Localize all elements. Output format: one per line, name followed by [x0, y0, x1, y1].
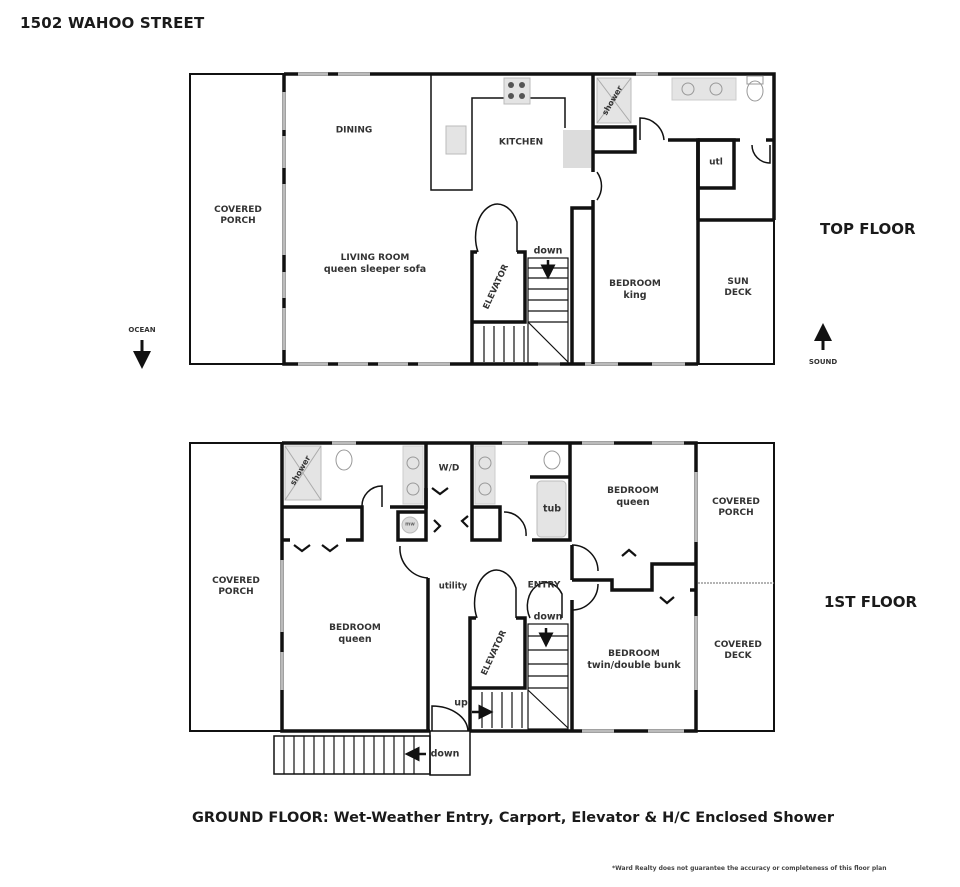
label-line: king: [623, 290, 647, 301]
room-utl: utl: [709, 157, 723, 168]
label-line: SUN: [727, 277, 749, 287]
label-line: BEDROOM: [607, 486, 659, 496]
label-line: twin/double bunk: [587, 660, 681, 671]
room-kitchen: KITCHEN: [498, 137, 544, 148]
room-covered-porch-top: COVERED PORCH: [214, 205, 262, 227]
label-stairs-down-top: down: [533, 245, 563, 257]
label-line: BEDROOM: [609, 279, 661, 289]
ground-floor-note: GROUND FLOOR: Wet-Weather Entry, Carport…: [192, 810, 835, 826]
label-line: COVERED: [714, 640, 762, 650]
label-line: PORCH: [220, 216, 256, 226]
label-line: PORCH: [718, 508, 754, 518]
room-living-room: LIVING ROOM queen sleeper sofa: [324, 253, 426, 275]
compass-ocean: OCEAN: [128, 326, 156, 334]
room-bedroom-bunk: BEDROOM twin/double bunk: [587, 649, 680, 671]
label-line: PORCH: [218, 587, 254, 597]
label-line: LIVING ROOM: [340, 253, 410, 263]
room-bedroom-king: BEDROOM king: [609, 279, 661, 301]
label-line: COVERED: [214, 205, 262, 215]
room-utility: utility: [438, 581, 468, 592]
room-bedroom-queen-right: BEDROOM queen: [607, 486, 659, 508]
room-wd: W/D: [438, 463, 460, 474]
label-stairs-up: up: [454, 697, 468, 709]
room-sun-deck: SUN DECK: [724, 277, 751, 299]
label-line: queen sleeper sofa: [323, 264, 427, 275]
label-line: BEDROOM: [329, 623, 381, 633]
label-line: queen: [616, 497, 650, 508]
label-line: COVERED: [212, 576, 260, 586]
room-covered-porch-left: COVERED PORCH: [212, 576, 260, 598]
room-covered-deck: COVERED DECK: [714, 640, 762, 662]
label-line: COVERED: [712, 497, 760, 507]
label-stairs-down-first: down: [533, 611, 563, 623]
label-line: DECK: [724, 288, 752, 298]
first-floor-plan: [189, 441, 775, 776]
first-floor-label: 1ST FLOOR: [824, 593, 918, 611]
label-tub: tub: [542, 503, 562, 515]
label-line: BEDROOM: [608, 649, 660, 659]
label-line: queen: [338, 634, 372, 645]
top-floor-plan: [189, 72, 776, 366]
room-covered-porch-right: COVERED PORCH: [712, 497, 760, 519]
property-title: 1502 WAHOO STREET: [20, 14, 205, 32]
room-dining: DINING: [335, 125, 373, 136]
top-floor-label: TOP FLOOR: [820, 220, 916, 238]
label-exterior-stairs-down: down: [430, 748, 460, 760]
disclaimer: *Ward Realty does not guarantee the accu…: [612, 865, 887, 872]
label-microwave: mw: [405, 521, 415, 528]
label-line: DECK: [724, 651, 752, 661]
room-bedroom-queen-left: BEDROOM queen: [329, 623, 381, 645]
room-entry: ENTRY: [527, 580, 561, 591]
compass-sound: SOUND: [808, 358, 838, 366]
